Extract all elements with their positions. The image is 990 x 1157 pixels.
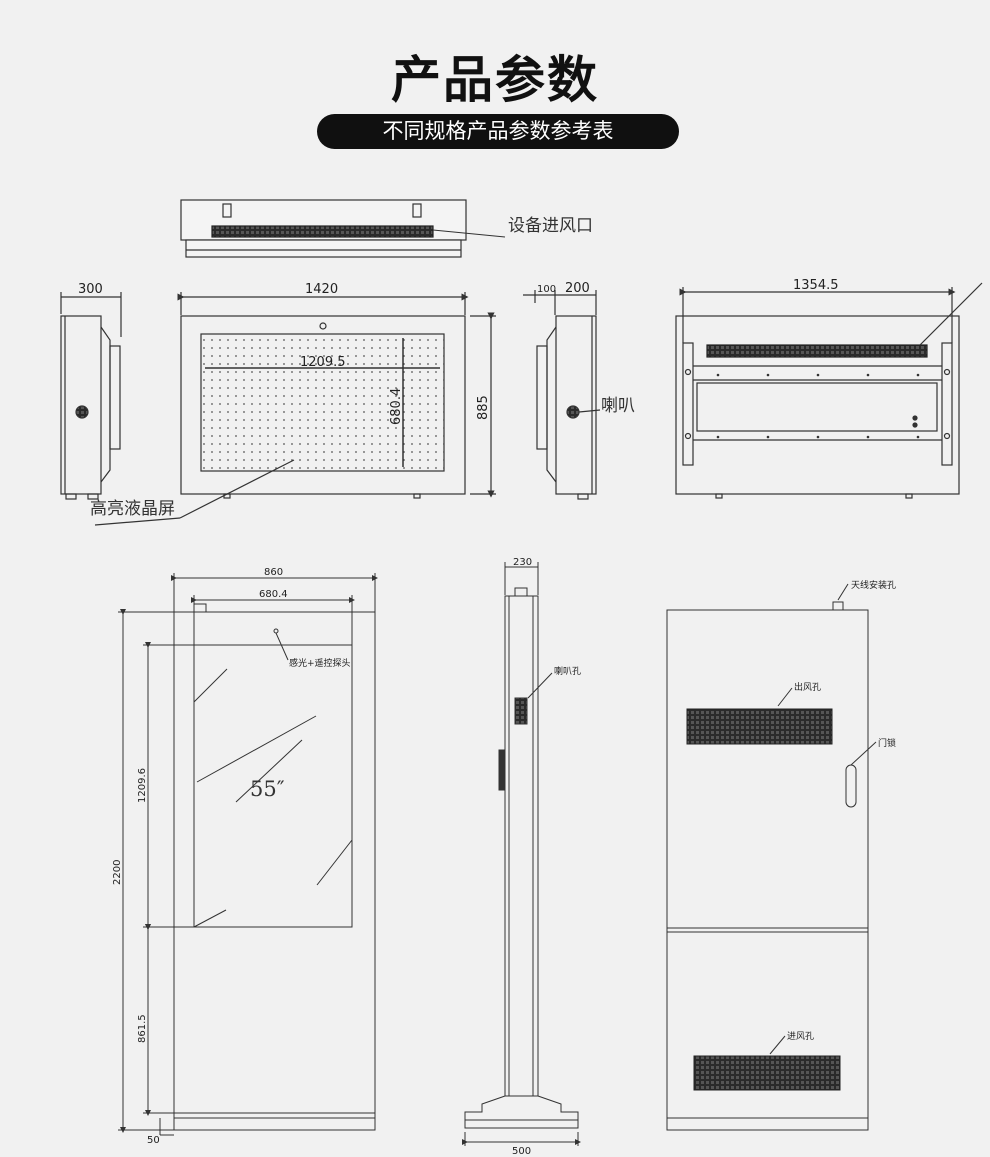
dim-side-base: 500 xyxy=(512,1146,531,1157)
subtitle-badge: 不同规格产品参数参考表 xyxy=(317,114,679,149)
callout-intake: 设备进风口 xyxy=(508,216,593,236)
screen-size-label: 55″ xyxy=(250,777,285,801)
dim-front-width: 1420 xyxy=(305,282,338,297)
page-title: 产品参数 xyxy=(391,51,599,109)
callout-speaker: 喇叭 xyxy=(601,396,635,416)
dim-front-screen-h: 680.4 xyxy=(389,388,404,425)
callout-speaker-hole: 喇叭孔 xyxy=(554,665,581,677)
dim-right-a: 100 xyxy=(537,284,556,295)
callout-antenna: 天线安装孔 xyxy=(851,579,896,591)
callout-sensor: 感光+遥控探头 xyxy=(289,657,351,669)
callout-lock: 门锁 xyxy=(878,737,896,749)
dim-right-b: 200 xyxy=(565,281,590,296)
callout-screen: 高亮液晶屏 xyxy=(90,499,175,519)
dim-side-top: 230 xyxy=(513,557,532,568)
front-view xyxy=(94,292,496,526)
kiosk-side-view xyxy=(462,562,581,1146)
dim-left-depth: 300 xyxy=(78,282,103,297)
dim-front-height: 885 xyxy=(476,395,491,420)
kiosk-front-view xyxy=(118,573,378,1136)
dim-kiosk-width: 860 xyxy=(264,567,283,578)
dim-kiosk-total-h: 2200 xyxy=(112,860,123,885)
left-side-view xyxy=(60,292,122,500)
dim-back-width: 1354.5 xyxy=(793,278,839,293)
callout-inlet: 进风孔 xyxy=(787,1031,814,1042)
right-side-view xyxy=(523,290,601,500)
dim-kiosk-lower: 861.5 xyxy=(137,1014,148,1043)
back-view xyxy=(675,282,983,499)
dim-kiosk-screen-w: 680.4 xyxy=(259,589,288,600)
kiosk-back-view xyxy=(666,583,877,1131)
dim-kiosk-screen-h: 1209.6 xyxy=(137,768,148,803)
dim-kiosk-base: 50 xyxy=(147,1135,160,1146)
callout-outlet: 出风孔 xyxy=(794,681,821,693)
top-view xyxy=(180,199,506,258)
dim-front-screen-w: 1209.5 xyxy=(300,355,346,370)
